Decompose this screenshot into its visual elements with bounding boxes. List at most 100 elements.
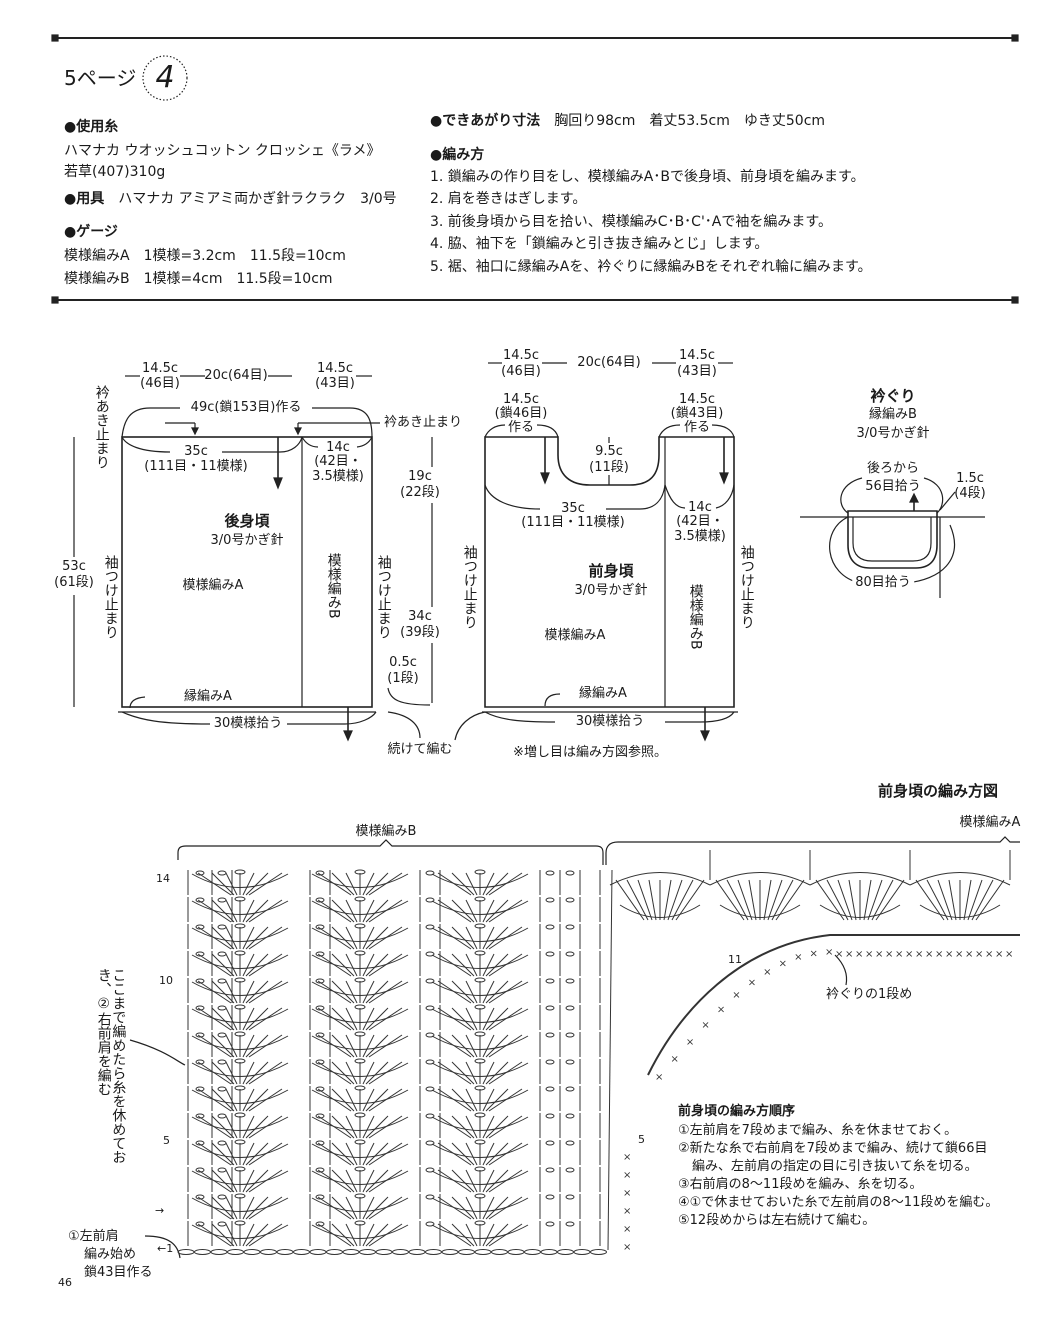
stitch-fan (826, 879, 849, 921)
stitch-fan (365, 980, 389, 1004)
stitch-fan (225, 1223, 238, 1247)
neckband-hook: 3/0号かぎ針 (856, 426, 930, 441)
stitch-sc: × (905, 949, 913, 960)
stitch-chain (234, 1193, 246, 1199)
stitch-fan (485, 1169, 509, 1193)
leader-rest-note (129, 1039, 186, 1066)
stitch-chain (195, 897, 205, 903)
stitch-chain (545, 978, 555, 984)
stitch-fan (726, 879, 749, 921)
stitch-fan-arc (431, 927, 529, 942)
stitch-fan (465, 926, 478, 950)
stitch-chain (474, 896, 486, 902)
rule-marker (51, 296, 59, 304)
stitch-chain (565, 1140, 575, 1146)
dim: 35c (184, 444, 208, 459)
stitch-chain (545, 1032, 555, 1038)
stitch-fan (837, 879, 853, 921)
stitch-chain (315, 897, 325, 903)
stitch-fan-arc (191, 981, 289, 996)
stitch-fan (345, 1088, 358, 1112)
stitch-fan (245, 1115, 269, 1139)
stitch-fan (451, 872, 475, 896)
hook-label: 3/0号かぎ針 (210, 533, 284, 548)
stitch-fan (365, 1142, 389, 1166)
foundation-chain (375, 1249, 393, 1255)
dim: 9.5c (595, 444, 623, 459)
dim: (111目・11模様) (144, 459, 248, 474)
stitch-chain (425, 897, 435, 903)
stitch-fan (345, 1115, 358, 1139)
stitch-chain (565, 1032, 575, 1038)
stitch-fan (242, 980, 255, 1004)
neckband-title: 衿ぐり (870, 387, 916, 405)
stitch-chain (217, 1221, 227, 1227)
stitch-chain (425, 1059, 435, 1065)
front-body-schematic (454, 362, 738, 742)
stitch-sc: × (779, 958, 787, 969)
stitch-fan (465, 1196, 478, 1220)
stitch-fan (671, 879, 694, 921)
stitch-chain (474, 1085, 486, 1091)
stitch-fan-arc (431, 1170, 529, 1185)
stitch-fan-arc (191, 1143, 289, 1158)
stitch-chain (315, 1194, 325, 1200)
stitch-arc (719, 904, 801, 918)
stitch-fan (331, 1007, 355, 1031)
stitch-chain (545, 870, 555, 876)
stitch-chain (195, 1113, 205, 1119)
chart-title: 前身頃の編み方図 (878, 782, 999, 800)
stitch-fan (451, 926, 475, 950)
stitch-fan (242, 1223, 255, 1247)
stitch-sc: × (985, 949, 993, 960)
stitch-sc: × (748, 978, 756, 989)
stitch-fan-arc (311, 1116, 409, 1131)
stitch-chain (234, 1058, 246, 1064)
dim: 14.5c (141, 361, 179, 376)
stitch-sc: × (885, 949, 893, 960)
stitch-chain (354, 977, 366, 983)
stitch-fan (451, 1088, 475, 1112)
stitch-fan (362, 1223, 375, 1247)
stitch-fan (331, 899, 355, 923)
edging-label: 縁編みA (184, 689, 232, 704)
stitch-fan (485, 1088, 509, 1112)
stitch-sc: × (965, 949, 973, 960)
stitch-chain (234, 1139, 246, 1145)
stitch-sc: × (995, 949, 1003, 960)
leader-start (144, 1235, 181, 1259)
stitch-chain (474, 1220, 486, 1226)
stitch-fan (482, 980, 495, 1004)
stitch-fan-arc (191, 900, 289, 915)
stitch-chain (315, 1113, 325, 1119)
stitch-fan-arc (311, 1062, 409, 1077)
stitch-sc: × (825, 947, 833, 958)
stitch-chain (234, 896, 246, 902)
stitch-fan (482, 1142, 495, 1166)
dim: 3.5模様) (312, 469, 364, 484)
stitch-chain (565, 897, 575, 903)
stitch-fan (365, 872, 389, 896)
stitch-fan (948, 879, 957, 921)
dim: 後ろから (866, 461, 920, 476)
stitch-fan (242, 1007, 255, 1031)
stitch-fan-arc (431, 1062, 529, 1077)
sleeve-stop-label: 袖つけ止まり (375, 555, 392, 639)
stitch-fan-arc (431, 1089, 529, 1104)
stitch-fan (242, 899, 255, 923)
foundation-chain (326, 1249, 343, 1255)
stitch-fan (245, 899, 269, 923)
stitch-fan (242, 872, 255, 896)
stitch-fan-arc (431, 873, 529, 888)
stitch-fan (211, 953, 235, 977)
stitch-chain (234, 1085, 246, 1091)
stitch-chain (545, 897, 555, 903)
stitch-fan (465, 899, 478, 923)
stitch-chain (195, 1140, 205, 1146)
stitch-fan-arc (431, 981, 529, 996)
stitch-fan (242, 1169, 255, 1193)
stitch-chain (217, 1167, 227, 1173)
stitch-chain (565, 924, 575, 930)
dim: (22段) (400, 485, 440, 500)
stitch-sc: × (655, 1072, 663, 1083)
